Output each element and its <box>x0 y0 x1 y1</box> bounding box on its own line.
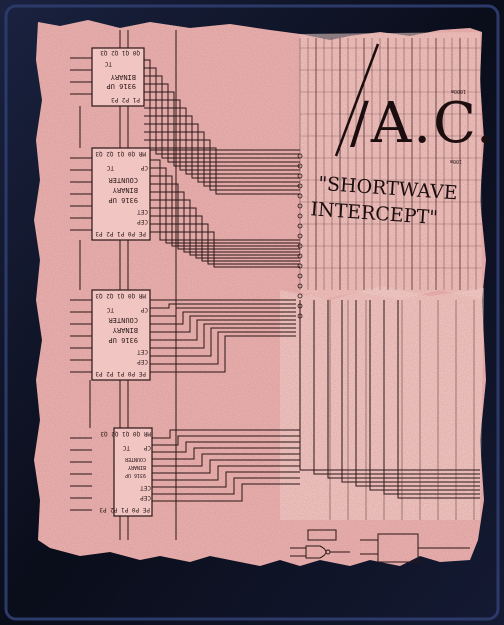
svg-text:BINARY: BINARY <box>128 464 146 470</box>
counter-chip-1: P1 P2 P3 9316 UP BINARY TC Q0 Q1 Q2 Q3 <box>91 47 145 107</box>
svg-text:CET: CET <box>137 208 148 215</box>
svg-text:CEP: CEP <box>137 358 148 365</box>
svg-text:CP: CP <box>140 164 148 171</box>
svg-text:9316 UP: 9316 UP <box>108 336 138 344</box>
svg-text:9316 UP: 9316 UP <box>108 196 138 204</box>
svg-text:MR Q0 Q1 Q2 Q3: MR Q0 Q1 Q2 Q3 <box>95 292 146 299</box>
counter-chip-3: PE P0 P1 P2 P3 CEP CET 9316 UP BINARY CO… <box>91 289 151 381</box>
svg-text:CP: CP <box>140 306 148 313</box>
svg-text:BINARY: BINARY <box>112 326 138 334</box>
case-edge <box>4 4 500 621</box>
svg-text:BINARY: BINARY <box>110 73 136 81</box>
svg-text:MR Q0 Q1 Q2 Q3: MR Q0 Q1 Q2 Q3 <box>95 150 146 157</box>
svg-text:COUNTER: COUNTER <box>124 456 146 462</box>
mod-counter-symbol <box>360 533 470 563</box>
svg-text:9316 UP: 9316 UP <box>125 472 146 478</box>
svg-text:COUNTER: COUNTER <box>108 316 138 324</box>
svg-text:PE P0 P1 P2 P3: PE P0 P1 P2 P3 <box>95 230 146 237</box>
svg-text:PE P0 P1 P2 P3: PE P0 P1 P2 P3 <box>99 506 150 513</box>
svg-text:TC: TC <box>106 306 114 313</box>
artist-logo: /A.C. <box>334 43 496 157</box>
circuit-wiring <box>70 30 480 540</box>
svg-text:TC: TC <box>122 444 130 451</box>
svg-text:CEP: CEP <box>140 494 151 501</box>
svg-text:BINARY: BINARY <box>112 186 138 194</box>
svg-text:COUNTER: COUNTER <box>108 176 138 184</box>
artist-name: /A.C. <box>350 91 496 156</box>
svg-text:CET: CET <box>137 348 148 355</box>
svg-text:MR Q0 Q1 Q2 Q3: MR Q0 Q1 Q2 Q3 <box>100 430 151 437</box>
scale-label-top: 1000m <box>451 88 466 94</box>
counter-chip-4: PE P0 P1 P2 P3 CEP CET 9316 UP BINARY CO… <box>99 427 153 517</box>
svg-text:CET: CET <box>140 484 151 491</box>
nand-gate-symbol <box>290 529 350 559</box>
svg-text:TC: TC <box>104 60 112 67</box>
counter-chip-2: PE P0 P1 P2 P3 CEP CET 9316 UP BINARY CO… <box>91 147 151 241</box>
svg-text:Q0 Q1 Q2 Q3: Q0 Q1 Q2 Q3 <box>100 49 140 56</box>
svg-text:PE P0 P1 P2 P3: PE P0 P1 P2 P3 <box>95 370 146 377</box>
svg-text:CEP: CEP <box>137 218 148 225</box>
svg-text:TC: TC <box>106 164 114 171</box>
scale-label-mid: 100m <box>450 158 462 164</box>
connector-pads <box>297 153 303 319</box>
svg-text:9316 UP: 9316 UP <box>106 82 136 90</box>
svg-text:CP: CP <box>143 444 151 451</box>
frequency-scale-lines <box>299 38 482 520</box>
svg-text:P1 P2 P3: P1 P2 P3 <box>111 96 140 103</box>
